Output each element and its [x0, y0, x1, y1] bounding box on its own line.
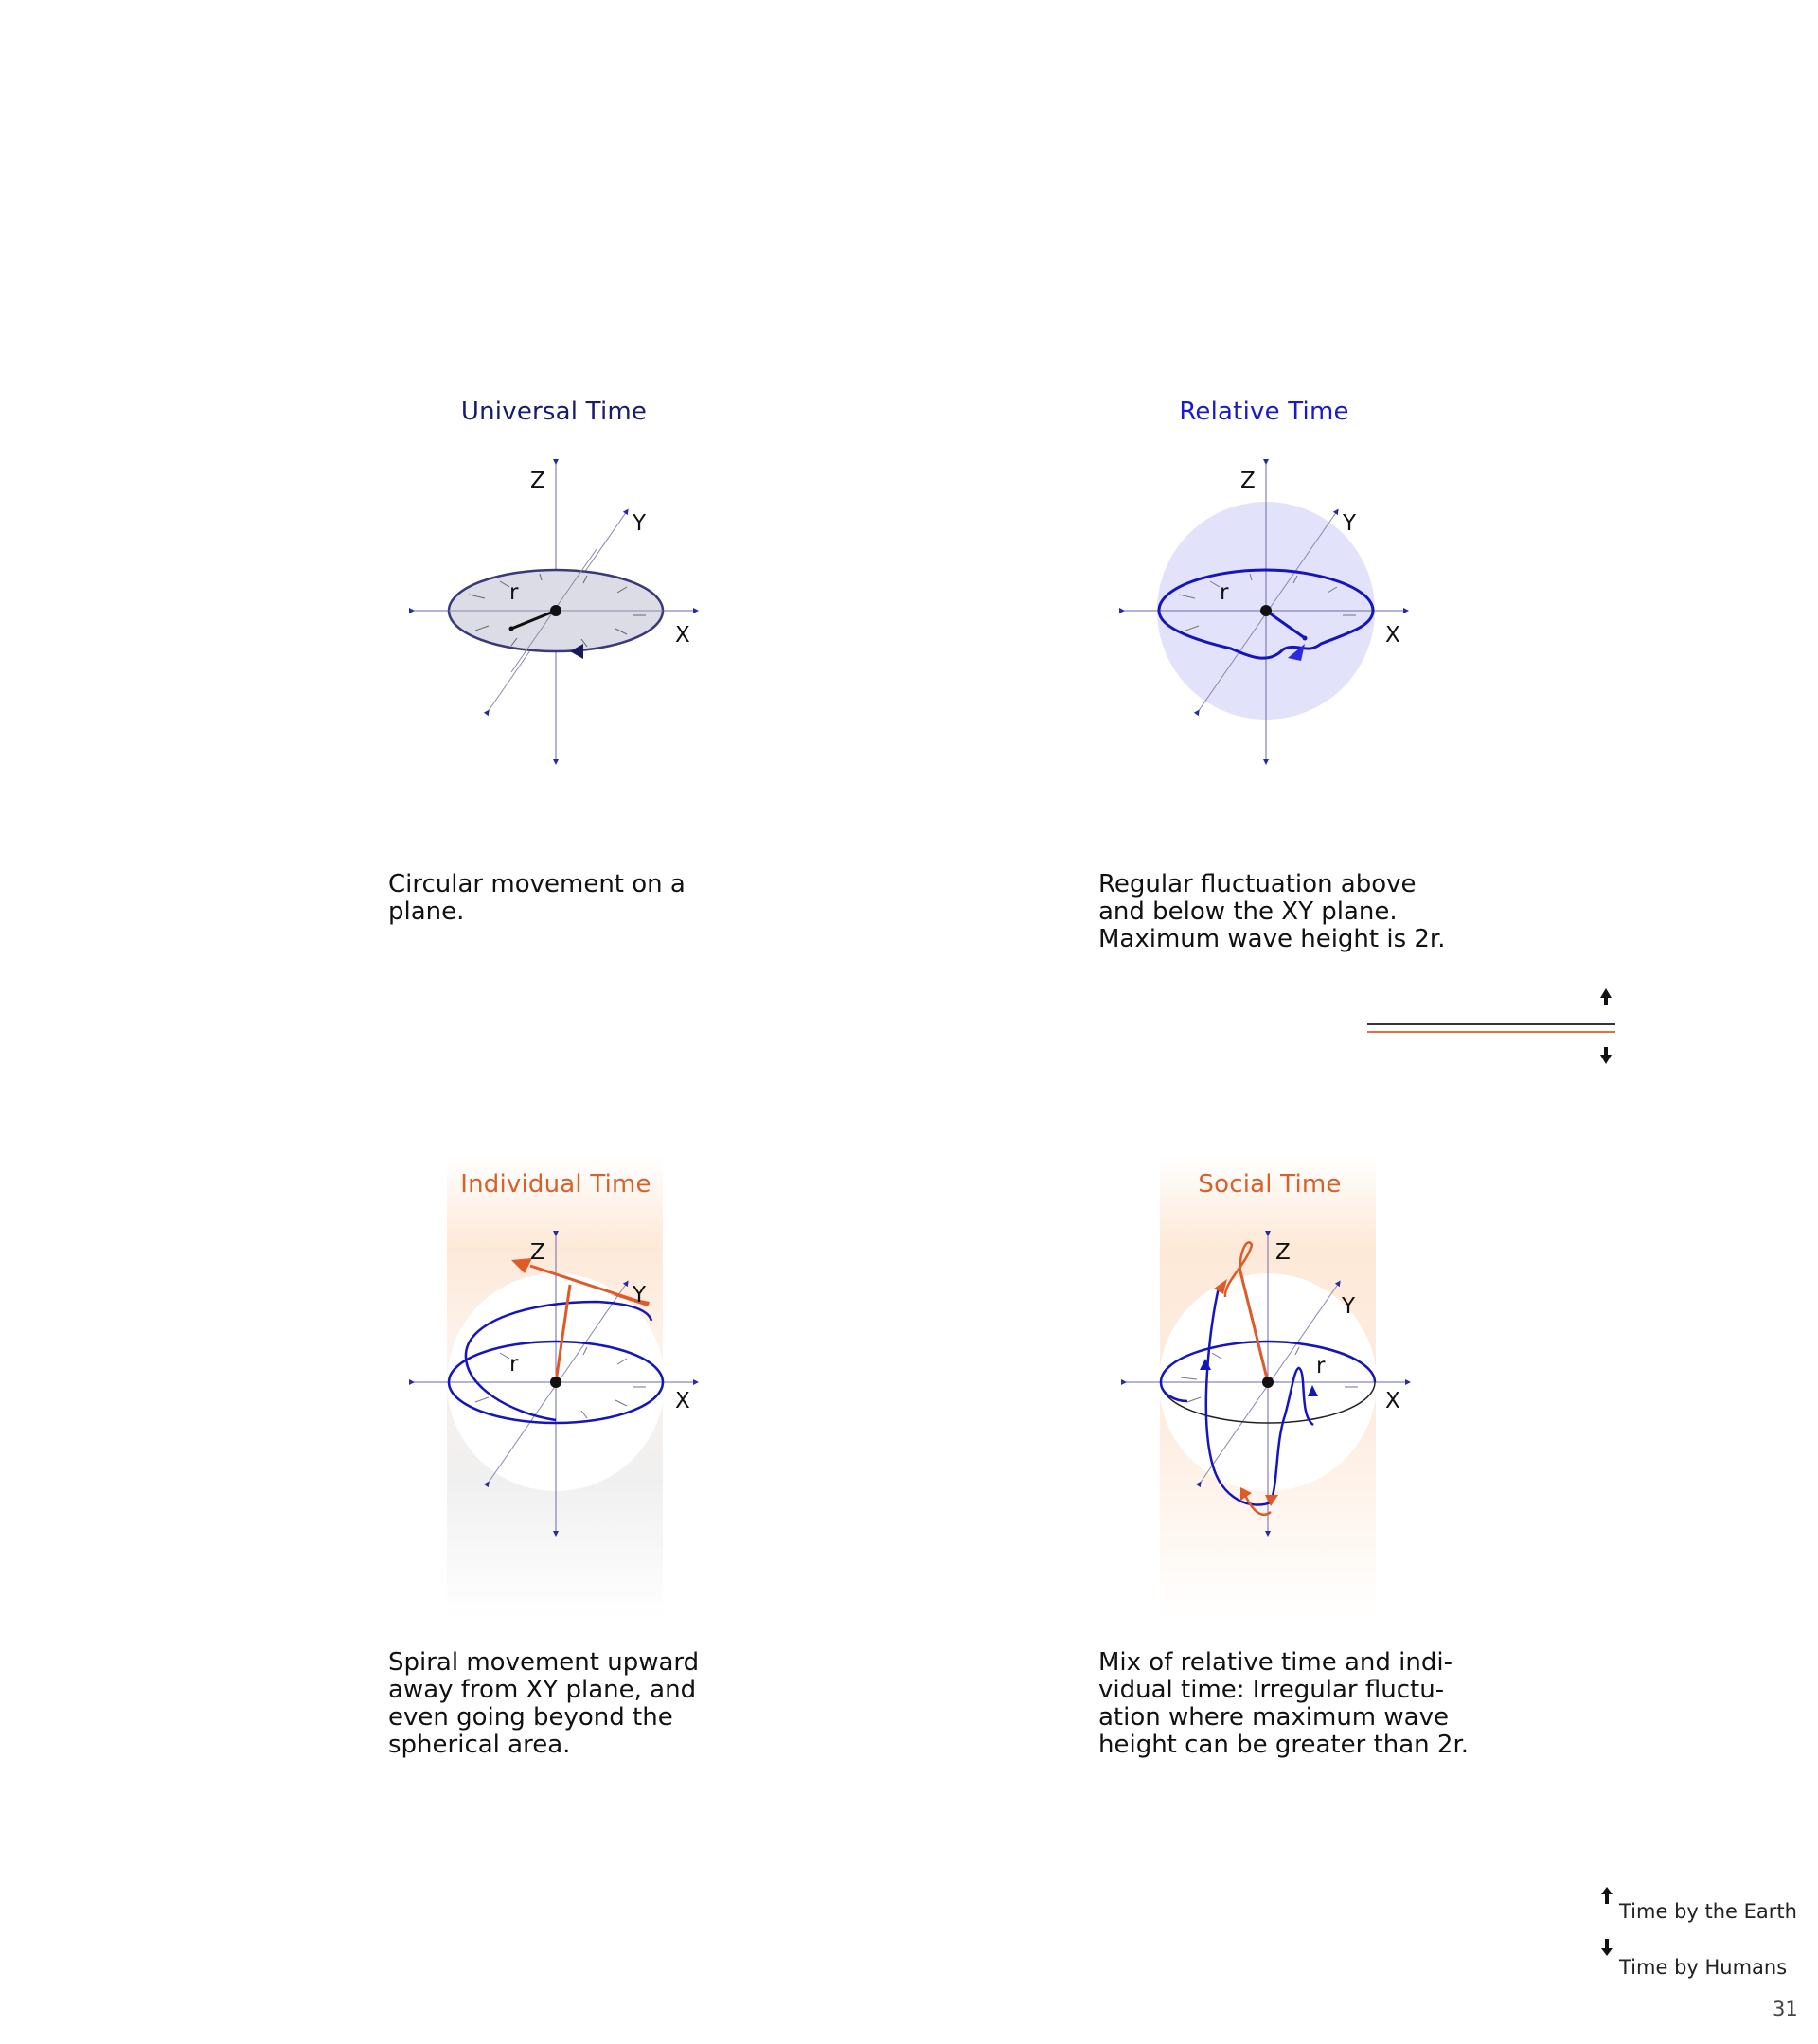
- social-time-caption: Mix of relative time and indi- vidual ti…: [1098, 1648, 1470, 1759]
- social-time-diagram: Z Y X r: [1121, 1231, 1411, 1537]
- axis-y-label: Y: [632, 1283, 647, 1307]
- radius-label: r: [509, 1352, 519, 1377]
- relative-time-title: Relative Time: [1179, 398, 1349, 426]
- legend-humans-label: Time by Humans: [1619, 1956, 1788, 1979]
- axis-x-label: X: [1385, 1389, 1400, 1413]
- axis-y-label: Y: [632, 511, 647, 536]
- arrow-down-icon: [1601, 1939, 1613, 1956]
- arrow-up-icon: [1600, 988, 1612, 1005]
- arrow-up-icon: [1601, 1887, 1613, 1904]
- universal-time-caption: Circular movement on a plane.: [388, 870, 686, 926]
- universal-time-title: Universal Time: [460, 398, 648, 426]
- individual-time-diagram: Z Y X r: [409, 1231, 699, 1537]
- axis-z-label: Z: [530, 1240, 545, 1265]
- axis-y-label: Y: [1341, 1294, 1356, 1319]
- radius-label: r: [1316, 1354, 1326, 1378]
- relative-time-diagram: Z Y X r: [1119, 459, 1409, 765]
- page-number: 31: [1773, 1998, 1798, 2020]
- radius-label: r: [1220, 580, 1229, 605]
- axis-z-label: Z: [530, 469, 545, 493]
- relative-time-caption: Regular fluctuation above and below the …: [1098, 870, 1446, 953]
- earth-humans-legend-lines: [1367, 988, 1615, 1064]
- individual-time-title: Individual Time: [460, 1170, 651, 1199]
- universal-time-diagram: Z Y X r: [409, 459, 699, 765]
- axis-y-label: Y: [1342, 511, 1357, 536]
- arrow-down-icon: [1600, 1047, 1612, 1064]
- axis-z-label: Z: [1240, 469, 1256, 493]
- radius-label: r: [509, 580, 519, 605]
- axis-x-label: X: [675, 1389, 690, 1413]
- axis-x-label: X: [1385, 623, 1400, 648]
- individual-time-caption: Spiral movement upward away from XY plan…: [388, 1648, 700, 1759]
- legend-earth-label: Time by the Earth: [1619, 1900, 1797, 1923]
- axis-z-label: Z: [1275, 1240, 1291, 1265]
- axis-x-label: X: [675, 623, 690, 648]
- social-time-title: Social Time: [1198, 1170, 1342, 1199]
